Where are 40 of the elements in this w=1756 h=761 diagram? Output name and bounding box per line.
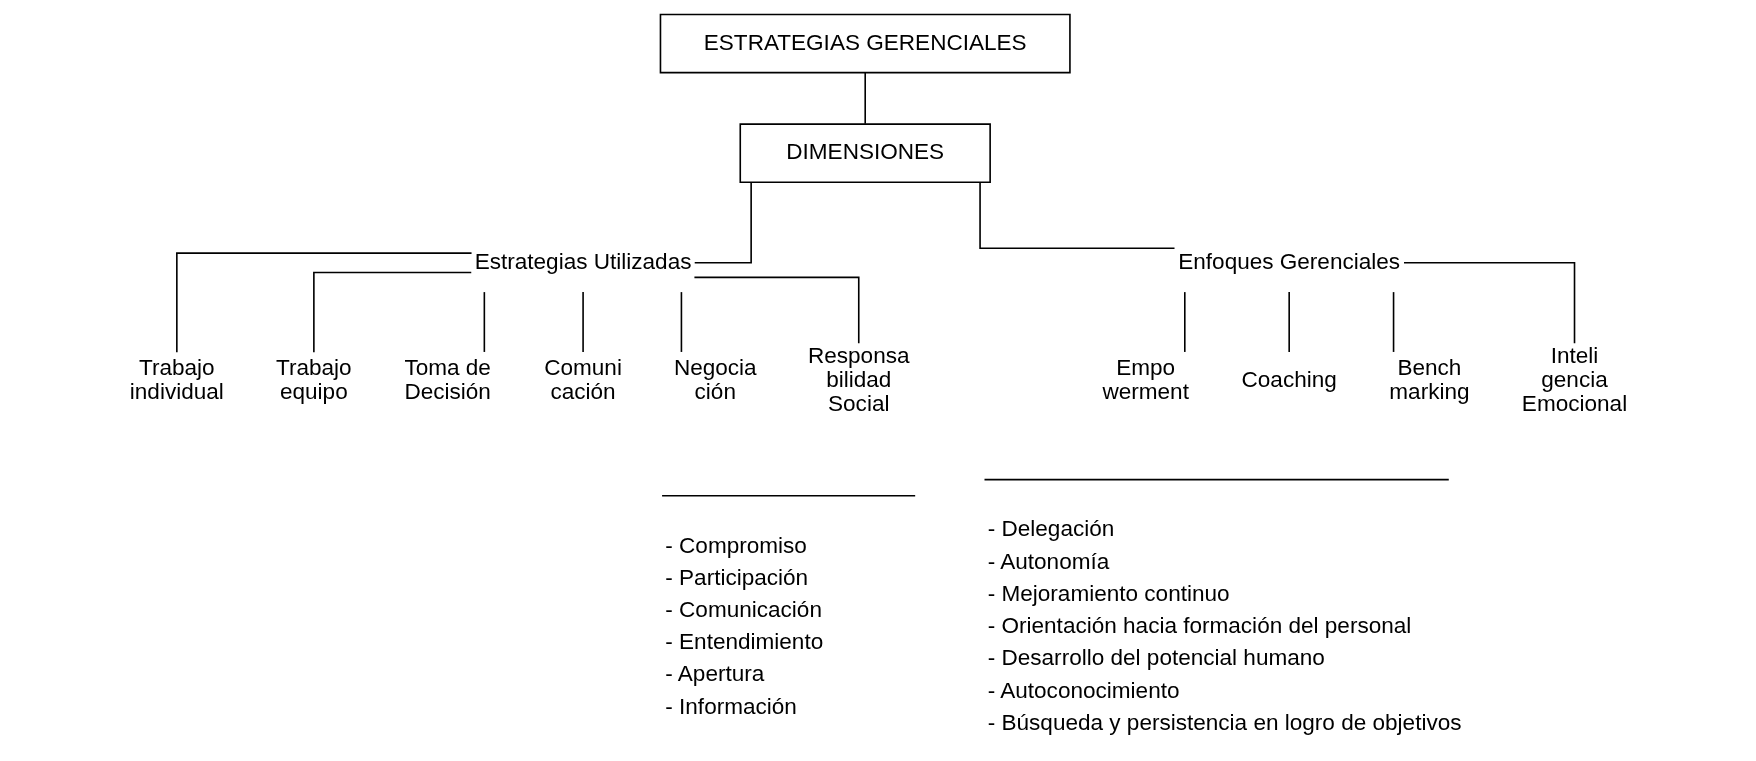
node-text: Inteli gencia Emocional <box>1521 343 1627 417</box>
connector <box>863 72 866 125</box>
connector <box>1402 262 1575 344</box>
label: - Entendimiento <box>664 629 823 655</box>
label: - Orientación hacia formación del personal <box>987 613 1411 639</box>
node-text: Negocia ción <box>673 355 757 405</box>
connector <box>680 291 682 353</box>
node-text: Coaching <box>1241 367 1337 393</box>
connector <box>483 291 485 353</box>
connector <box>1392 291 1394 353</box>
label: - Información <box>664 693 797 719</box>
node-text: Estrategias Utilizadas <box>474 248 691 274</box>
node-text: Enfoques Gerenciales <box>1177 248 1400 274</box>
node-text: Bench marking <box>1388 355 1470 405</box>
connector <box>693 276 860 344</box>
node-box: DIMENSIONES <box>738 123 991 183</box>
node-box: ESTRATEGIAS GERENCIALES <box>659 13 1071 74</box>
label: - Delegación <box>987 516 1114 542</box>
label: - Apertura <box>664 661 764 687</box>
connector <box>312 271 472 353</box>
label: - Desarrollo del potencial humano <box>987 645 1325 671</box>
connector <box>978 181 1175 250</box>
connector <box>1183 291 1186 353</box>
node-text: Toma de Decisión <box>403 355 491 405</box>
label: - Búsqueda y persistencia en logro de objetivos <box>987 709 1461 735</box>
connector <box>693 181 752 264</box>
connector <box>581 291 584 353</box>
node-text: Empo werment <box>1101 355 1189 405</box>
label: - Compromiso <box>664 532 807 558</box>
label: - Mejoramiento continuo <box>987 580 1230 606</box>
connector <box>1287 291 1290 353</box>
node-text: Trabajo equipo <box>275 355 352 405</box>
node-text: Responsa bilidad Social <box>807 343 910 417</box>
connector <box>175 252 472 354</box>
label: - Comunicación <box>664 596 822 622</box>
label: - Autonomía <box>987 548 1109 574</box>
node-text: Trabajo individual <box>129 355 224 405</box>
label: - Participación <box>664 564 808 590</box>
node-text: Comuni cación <box>543 355 622 405</box>
label: - Autoconocimiento <box>987 677 1179 703</box>
